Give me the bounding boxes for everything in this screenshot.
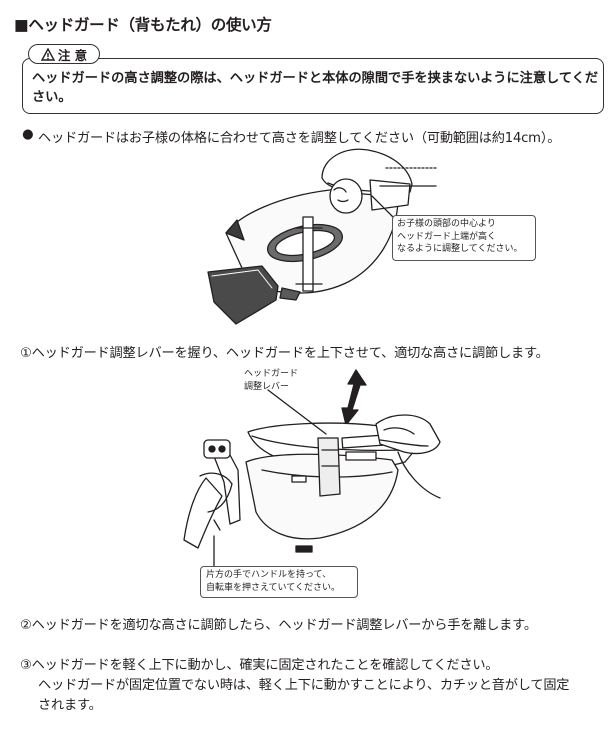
caution-text: ヘッドガードの高さ調整の際は、ヘッドガードと本体の隙間で手を挟まないように注意し… bbox=[32, 71, 599, 105]
step-3-continued: されます。 bbox=[38, 698, 102, 713]
intro-text: ヘッドガードはお子様の体格に合わせて高さを調整してください（可動範囲は約14cm… bbox=[38, 131, 561, 146]
figure2-callout-line: 自転車を押さえていてください。 bbox=[206, 582, 341, 593]
lever-label: ヘッドガード 調整レバー bbox=[244, 368, 298, 393]
figure1-callout-line: ヘッドガード上端が高く bbox=[397, 231, 497, 242]
lever-label-line: ヘッドガード bbox=[244, 369, 299, 379]
step-text: ヘッドガードを軽く上下に動かし、確実に固定されたことを確認してください。 bbox=[31, 658, 499, 673]
caution-label: 注 意 bbox=[28, 44, 100, 64]
section-title: ■ヘッドガード（背もたれ）の使い方 bbox=[14, 16, 272, 34]
figure1-callout: お子様の頭部の中心より ヘッドガード上端が高く なるように調整してください。 bbox=[392, 215, 536, 261]
step-3-continued: ヘッドガードが固定位置でない時は、軽く上下に動かすことにより、カチッと音がして固… bbox=[38, 678, 570, 693]
caution-box bbox=[22, 58, 604, 114]
step-text: ヘッドガード調整レバーを握り、ヘッドガードを上下させて、適切な高さに調節します。 bbox=[31, 346, 549, 361]
figure1-callout-line: なるように調整してください。 bbox=[397, 244, 523, 254]
figure2-callout: 片方の手でハンドルを持って、 自転車を押さえていてください。 bbox=[200, 566, 358, 598]
warning-triangle-icon bbox=[40, 47, 55, 61]
step-text: ヘッドガードを適切な高さに調節したら、ヘッドガード調整レバーから手を離します。 bbox=[31, 618, 537, 633]
step-3: ③ヘッドガードを軽く上下に動かし、確実に固定されたことを確認してください。 bbox=[20, 654, 499, 673]
figure2-callout-line: 片方の手でハンドルを持って、 bbox=[206, 570, 332, 580]
step-2: ②ヘッドガードを適切な高さに調節したら、ヘッドガード調整レバーから手を離します。 bbox=[20, 614, 537, 633]
step-number: ① bbox=[20, 346, 32, 361]
step-number: ③ bbox=[20, 658, 32, 673]
step-number: ② bbox=[20, 618, 32, 633]
figure1-callout-line: お子様の頭部の中心より bbox=[397, 219, 496, 229]
caution-label-text: 注 意 bbox=[57, 47, 88, 63]
step-1: ①ヘッドガード調整レバーを握り、ヘッドガードを上下させて、適切な高さに調節します… bbox=[20, 342, 549, 361]
intro-bullet-icon: ● bbox=[22, 127, 34, 142]
lever-label-line: 調整レバー bbox=[244, 381, 290, 392]
